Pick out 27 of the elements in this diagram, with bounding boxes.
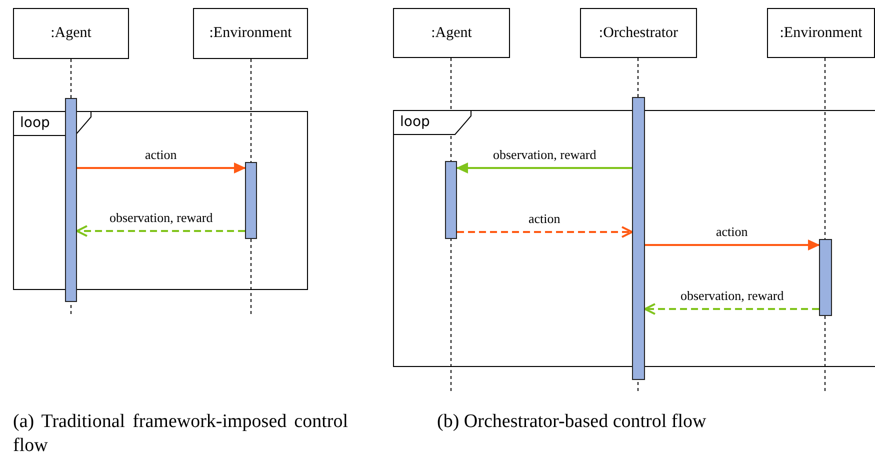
activation-bar — [445, 161, 457, 239]
lifeline-header: :Environment — [193, 8, 308, 59]
edge-label: observation, reward — [108, 210, 215, 225]
edge-label: action — [526, 211, 562, 226]
frame-label: loop — [400, 114, 430, 130]
subfigure-caption: (a) Traditional framework-imposed control flow — [13, 410, 348, 458]
message-arrow — [645, 240, 820, 250]
edge-label: action — [143, 147, 179, 162]
activation-bar — [632, 97, 645, 380]
message-arrow — [456, 162, 632, 174]
lifeline-header: :Environment — [767, 8, 875, 58]
edge-label: observation, reward — [491, 147, 598, 162]
message-arrow — [77, 162, 246, 174]
message-arrow — [457, 226, 633, 238]
activation-bar — [245, 162, 257, 239]
message-arrow — [76, 225, 245, 237]
edge-label: action — [714, 224, 750, 239]
lifeline-header: :Agent — [13, 8, 129, 59]
activation-bar — [819, 239, 832, 316]
lifeline-header: :Agent — [393, 8, 510, 58]
frame-label: loop — [20, 115, 50, 131]
edge-label: observation, reward — [678, 288, 786, 303]
activation-bar — [65, 98, 77, 302]
message-arrow — [644, 303, 819, 315]
subfigure-caption: (b) Orchestrator-based control flow — [437, 410, 708, 434]
lifeline-header: :Orchestrator — [580, 8, 697, 58]
loop-frame — [393, 110, 875, 367]
